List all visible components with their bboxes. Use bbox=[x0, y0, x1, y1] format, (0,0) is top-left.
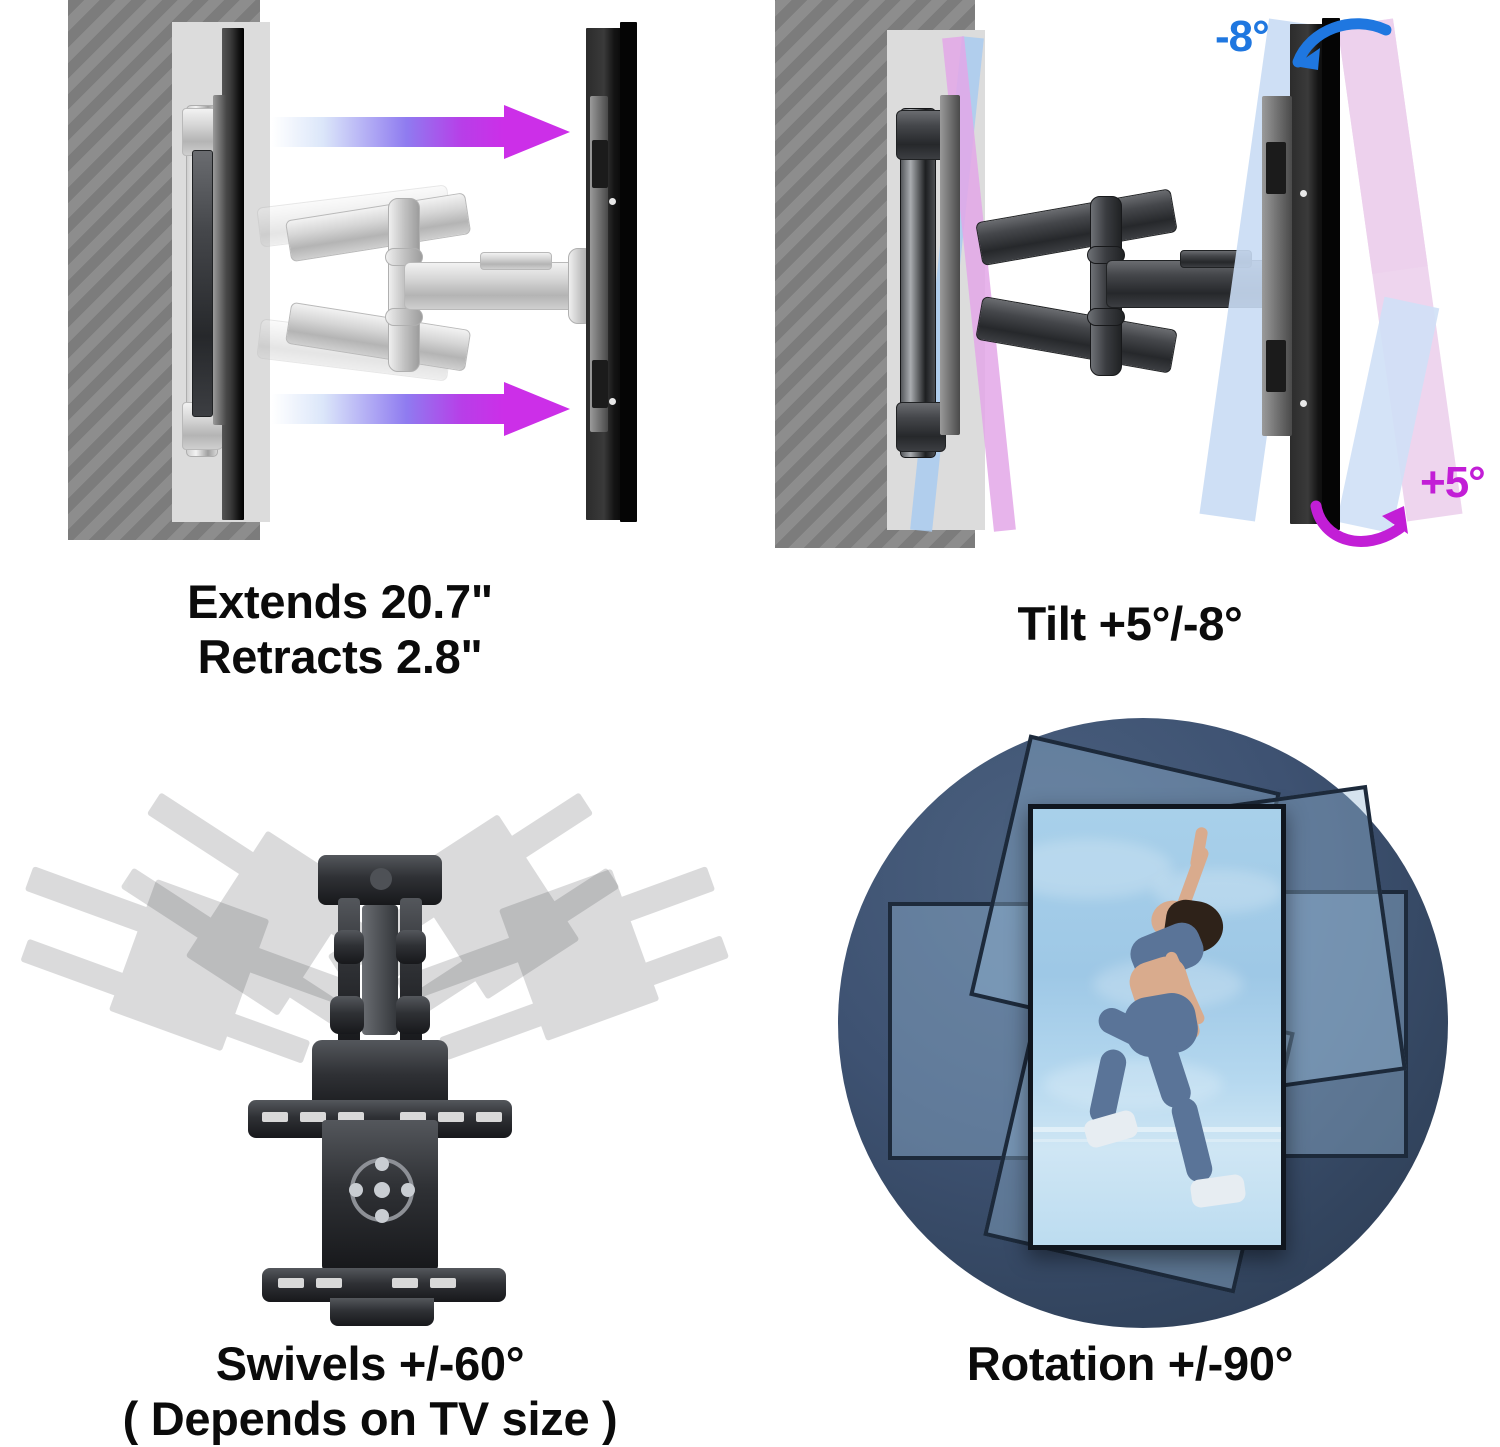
caption-swivel: Swivels +/-60° ( Depends on TV size ) bbox=[122, 1337, 618, 1446]
pool-edge-line-2 bbox=[1033, 1139, 1281, 1142]
tilt-label-minus-8: -8° bbox=[1215, 12, 1270, 61]
water-highlight-1 bbox=[1033, 839, 1173, 899]
tilt-tv-slot-bottom bbox=[1266, 340, 1286, 392]
tilt-mount-head-top bbox=[896, 110, 946, 160]
tilt-tv-front-edge bbox=[1322, 18, 1340, 530]
extended-tv-screw-top bbox=[609, 198, 616, 205]
swivel-joint-upper-right bbox=[396, 930, 426, 964]
tilt-pivot-collar-bottom bbox=[1087, 308, 1125, 326]
extended-tv-slot-top bbox=[592, 140, 608, 188]
rotation-dial-icon bbox=[349, 1157, 415, 1223]
panel-rotation: Rotation +/-90° bbox=[760, 700, 1500, 1427]
extend-arrow-top bbox=[272, 105, 570, 159]
swivel-wall-plate-pivot bbox=[370, 868, 392, 890]
extend-arrow-top-shaft bbox=[272, 117, 504, 147]
rail-hole-5 bbox=[438, 1112, 464, 1122]
rail-hole-6 bbox=[476, 1112, 502, 1122]
swivel-joint-upper bbox=[334, 930, 364, 964]
tilt-label-plus-5: +5° bbox=[1420, 458, 1486, 507]
rail-hole-4 bbox=[400, 1112, 426, 1122]
rail-hole-2 bbox=[300, 1112, 326, 1122]
retracted-arm-core bbox=[192, 150, 213, 417]
extend-arrow-bottom bbox=[272, 382, 570, 436]
rail-hole-1 bbox=[262, 1112, 288, 1122]
tilt-arrow-down-icon bbox=[1310, 500, 1408, 547]
extended-tv-slot-bottom bbox=[592, 360, 608, 408]
caption-rotation: Rotation +/-90° bbox=[966, 1337, 1294, 1390]
tilt-mount-head-bottom bbox=[896, 402, 946, 452]
extended-tv-screw-bottom bbox=[609, 398, 616, 405]
panel-extends: Extends 20.7" Retracts 2.8" bbox=[0, 0, 740, 683]
tilt-tv-screw-top bbox=[1300, 190, 1307, 197]
bottom-rail-hole-4 bbox=[430, 1278, 456, 1288]
extended-arm-extension bbox=[404, 262, 596, 310]
rotation-main-screen bbox=[1028, 804, 1286, 1250]
bottom-rail-hole-3 bbox=[392, 1278, 418, 1288]
swivel-foot bbox=[330, 1298, 434, 1326]
screen-content-athlete bbox=[1033, 809, 1281, 1245]
tilt-arm-upper-link bbox=[975, 188, 1178, 267]
tilt-wall-plate bbox=[940, 95, 960, 435]
swivel-arm-center-spine bbox=[362, 905, 398, 1035]
panel-tilt: -8° +5° Tilt +5°/-8° bbox=[760, 0, 1500, 650]
rail-hole-3 bbox=[338, 1112, 364, 1122]
bottom-rail-hole-1 bbox=[278, 1278, 304, 1288]
retracted-tv-backplate bbox=[213, 95, 226, 425]
athlete-shoe-back bbox=[1189, 1173, 1247, 1209]
caption-tilt: Tilt +5°/-8° bbox=[1017, 597, 1243, 650]
panel-swivel: Swivels +/-60° ( Depends on TV size ) bbox=[0, 700, 740, 1445]
pool-edge-line bbox=[1033, 1127, 1281, 1132]
tilt-tv-slot-top bbox=[1266, 142, 1286, 194]
extended-arm-extension-rib bbox=[480, 252, 552, 270]
caption-extends: Extends 20.7" Retracts 2.8" bbox=[187, 575, 493, 684]
pivot-collar-bottom bbox=[385, 308, 423, 326]
extend-arrow-top-head bbox=[504, 105, 570, 159]
extend-arrow-bottom-head bbox=[504, 382, 570, 436]
extended-tv-front-edge bbox=[620, 22, 637, 522]
tilt-tv-screw-bottom bbox=[1300, 400, 1307, 407]
water-highlight-4 bbox=[1043, 1059, 1223, 1109]
retracted-tv-edge bbox=[222, 28, 244, 520]
extend-arrow-bottom-shaft bbox=[272, 394, 504, 424]
swivel-joint-lower bbox=[330, 996, 364, 1034]
swivel-joint-lower-right bbox=[396, 996, 430, 1034]
tilt-mount-column bbox=[900, 108, 936, 458]
bottom-rail-hole-2 bbox=[316, 1278, 342, 1288]
tilt-arrow-up-icon bbox=[1292, 18, 1392, 70]
